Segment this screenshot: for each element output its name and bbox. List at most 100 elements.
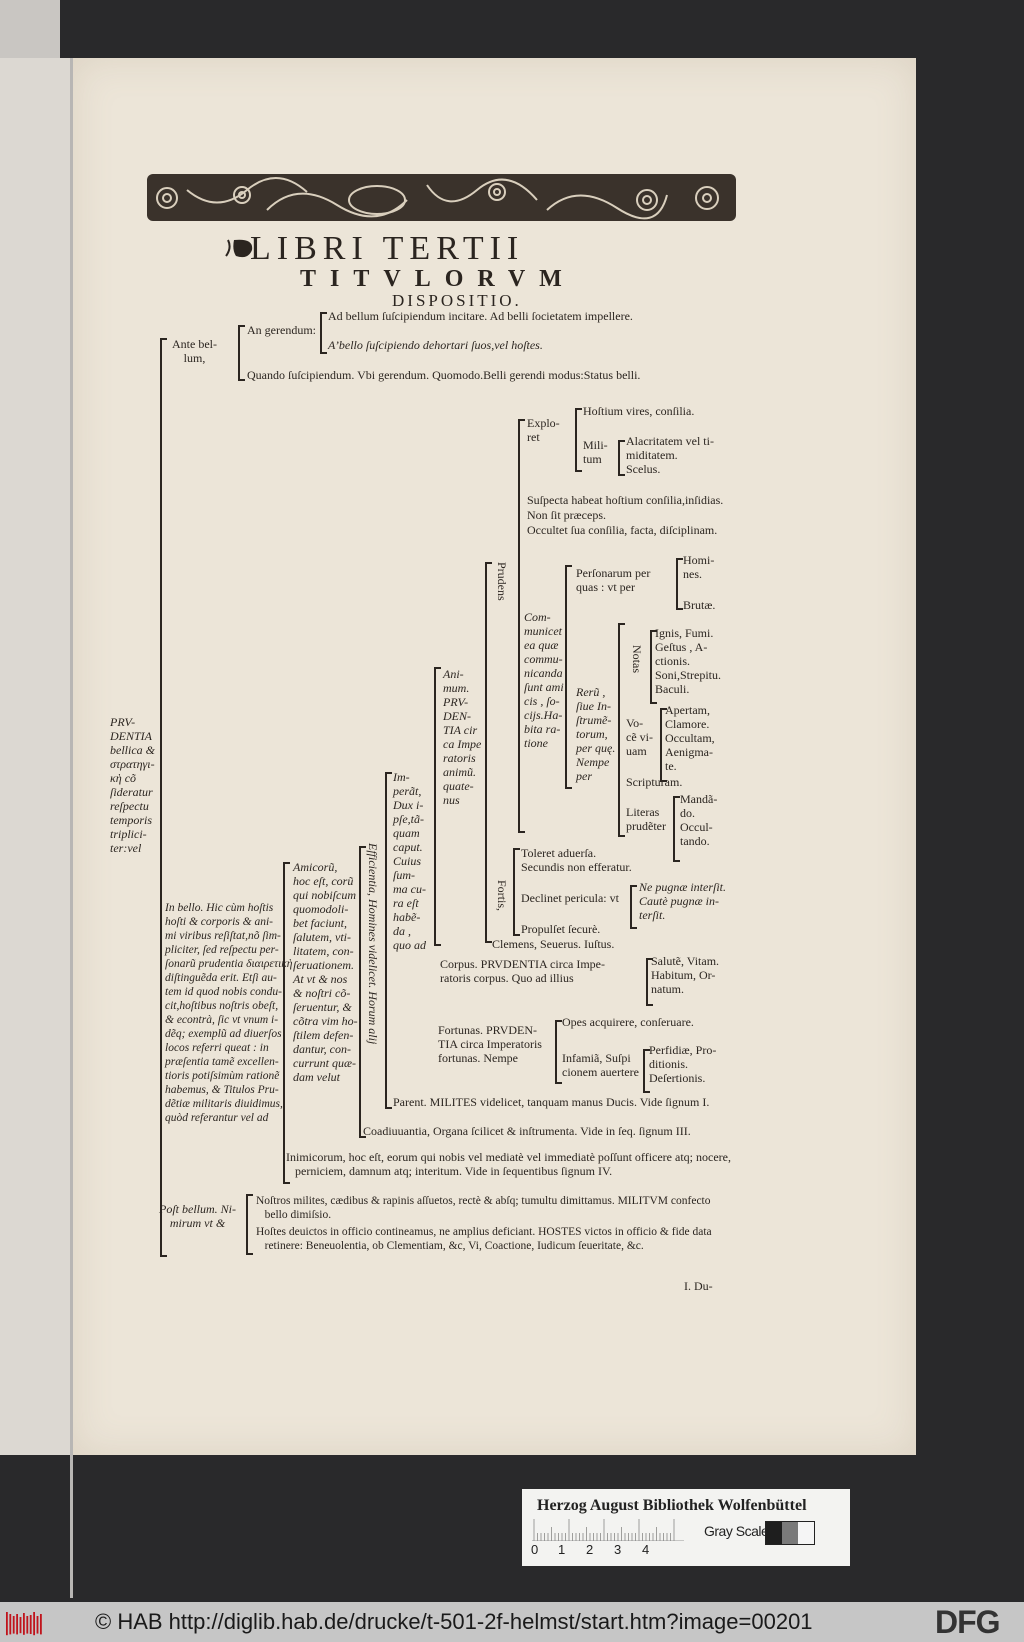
logo-stripe xyxy=(12,1616,15,1634)
bracket-notas xyxy=(650,630,657,704)
node-nostros-milites: Noſtros milites, cædibus & rapinis aſſue… xyxy=(256,1195,711,1221)
node-declinet: Declinet pericula: vt xyxy=(521,891,619,905)
node-literas: Literas prudẽter xyxy=(626,805,666,833)
logo-stripe xyxy=(16,1614,18,1635)
node-rerum: Rerũ , ſiue In- ſtrumẽ- torum, per quę. … xyxy=(576,685,616,783)
title-libri-tertii: LIBRI TERTII xyxy=(250,230,525,267)
node-propulset: Propulſet ſecurè. xyxy=(521,922,601,936)
logo-stripe xyxy=(26,1616,29,1634)
book-gutter xyxy=(70,58,73,1598)
bracket-in-bello xyxy=(283,862,290,1184)
bracket-prudens-fortis xyxy=(485,562,492,943)
node-corpus: Corpus. PRVDENTIA circa Impe- ratoris co… xyxy=(440,957,606,985)
title-dispositio: DISPOSITIO. xyxy=(392,291,522,310)
node-prudentia-bellica: PRV- DENTIA bellica & στρατηγι- κὴ cõ ſi… xyxy=(110,715,155,855)
logo-stripe xyxy=(29,1615,32,1634)
bracket-personarum xyxy=(676,558,683,610)
node-mandando: Mandã- do. Occul- tando. xyxy=(680,792,718,848)
node-apertam: Apertam, Clamore. Occultam, Aenigma- te. xyxy=(665,703,715,773)
swatch-black xyxy=(766,1522,782,1544)
node-communicet: Com- municet ea quæ commu- nicanda ſunt … xyxy=(524,610,564,750)
bracket-animum xyxy=(434,667,441,946)
node-amicorum: Amicorũ, hoc eſt, corũ qui nobiſcum quom… xyxy=(293,860,358,1084)
node-alacritatem: Alacritatem vel ti- miditatem. xyxy=(626,434,714,462)
node-salutem: Salutẽ, Vitam. Habitum, Or- natum. xyxy=(651,954,720,996)
node-efficientia: Efficientia, Homines videlicet. Horum al… xyxy=(366,843,380,1045)
logo-stripe xyxy=(23,1613,25,1635)
bracket-prudens xyxy=(518,419,525,833)
swatch-white xyxy=(798,1522,814,1544)
ruler-number-3: 3 xyxy=(614,1542,622,1557)
copyright-url[interactable]: © HAB http://diglib.hab.de/drucke/t-501-… xyxy=(95,1609,813,1634)
node-personarum: Perſonarum per quas : vt per xyxy=(576,566,651,594)
node-vocem: Vo- cẽ vi- uam xyxy=(626,716,653,758)
catchword: I. Du- xyxy=(684,1279,713,1293)
bracket-an-gerendum xyxy=(320,312,327,354)
node-prudens: Prudens xyxy=(495,562,509,601)
swatch-gray xyxy=(782,1522,798,1544)
bracket-literas xyxy=(673,796,680,862)
bracket-declinet xyxy=(630,885,637,929)
node-homines: Homi- nes. xyxy=(683,553,715,581)
logo-stripe xyxy=(6,1612,8,1636)
node-brutae: Brutæ. xyxy=(683,598,716,612)
node-quando: Quando ſuſcipiendum. Vbi gerendum. Quomo… xyxy=(247,368,641,382)
node-toleret: Toleret aduerſa. Secundis non efferatur. xyxy=(521,846,632,874)
node-animum: Ani- mum. PRV- DEN- TIA cir ca Impe rato… xyxy=(443,667,482,807)
node-militum: Mili- tum xyxy=(583,438,608,466)
node-in-bello: In bello. Hic cùm hoſtis hoſti & corpori… xyxy=(165,902,293,1124)
bracket-ante-bellum xyxy=(238,325,245,381)
bracket-communicet xyxy=(565,565,572,789)
footer-bar: © HAB http://diglib.hab.de/drucke/t-501-… xyxy=(0,1602,1024,1642)
node-exploret: Explo- ret xyxy=(527,416,560,444)
bracket-militum xyxy=(618,440,625,476)
logo-stripe xyxy=(19,1617,22,1634)
node-imperat: Im- perãt, Dux i- pſe,tã- quam caput. Cu… xyxy=(393,770,426,952)
logo-stripe xyxy=(36,1616,39,1634)
node-infamiam: Infamiã, Suſpi cionem auertere xyxy=(562,1051,639,1079)
bracket-imperat xyxy=(385,772,392,1109)
facing-page-edge xyxy=(0,58,72,1455)
node-notas: Notas xyxy=(630,645,644,673)
node-ne-pugnae: Ne pugnæ interſit. Cautè pugnæ in- terſi… xyxy=(639,880,726,922)
node-ad-bellum: Ad bellum ſuſcipiendum incitare. Ad bell… xyxy=(328,309,633,323)
ruler-icon xyxy=(532,1519,684,1541)
logo-stripe xyxy=(40,1614,42,1635)
library-name: Herzog August Bibliothek Wolfenbüttel xyxy=(537,1497,807,1514)
ruler-number-4: 4 xyxy=(642,1542,650,1557)
ruler-number-1: 1 xyxy=(558,1542,566,1557)
left-page-edge-top xyxy=(0,0,60,58)
headpiece-ornament-icon xyxy=(147,174,736,221)
logo-stripe xyxy=(33,1612,35,1636)
bracket-corpus xyxy=(646,958,653,1006)
node-hostium: Hoſtium vires, conſilia. xyxy=(583,404,695,418)
bracket-exploret xyxy=(575,408,582,472)
node-fortis: Fortis, xyxy=(495,880,509,912)
node-coadiuuantia: Coadiuuantia, Organa ſcilicet & inſtrume… xyxy=(363,1124,691,1138)
hab-logo-icon xyxy=(6,1612,42,1636)
bracket-fortunas xyxy=(555,1020,562,1084)
ruler-number-0: 0 xyxy=(531,1542,539,1557)
library-color-scale-label: Herzog August Bibliothek Wolfenbüttel 0 … xyxy=(522,1489,850,1566)
bracket-main xyxy=(160,338,167,1257)
logo-stripe xyxy=(9,1614,12,1635)
node-fortunas: Fortunas. PRVDEN- TIA circa Imperatoris … xyxy=(438,1023,542,1065)
bracket-infamia xyxy=(643,1049,650,1093)
title-titulorum: TITVLORVM xyxy=(300,266,576,292)
node-scripturam: Scripturam. xyxy=(626,775,683,789)
bracket-rerum xyxy=(618,623,625,837)
dfg-logo: DFG xyxy=(935,1604,1001,1640)
gray-scale-label: Gray Scale xyxy=(704,1523,769,1539)
bracket-post-bellum xyxy=(246,1194,253,1255)
node-inimicorum: Inimicorum, hoc eſt, eorum qui nobis vel… xyxy=(286,1150,731,1178)
node-ignis: Ignis, Fumi. Geſtus , A- ctionis. Soni,S… xyxy=(655,626,722,696)
node-hostes: Hoſtes deuictos in officio contineamus, … xyxy=(256,1226,712,1252)
ruler-number-2: 2 xyxy=(586,1542,594,1557)
bracket-efficientia xyxy=(359,846,366,1138)
node-clemens: Clemens, Seuerus. Iuſtus. xyxy=(492,937,615,951)
node-perfidiae: Perfidiæ, Pro- ditionis. Deſertionis. xyxy=(649,1043,717,1085)
node-post-bellum: Poſt bellum. Ni- mirum vt & xyxy=(159,1202,236,1230)
bracket-vocem xyxy=(660,708,667,782)
node-a-bello: A’bello ſuſcipiendo dehortari ſuos,vel h… xyxy=(328,338,543,352)
node-an-gerendum: An gerendum: xyxy=(247,323,316,337)
